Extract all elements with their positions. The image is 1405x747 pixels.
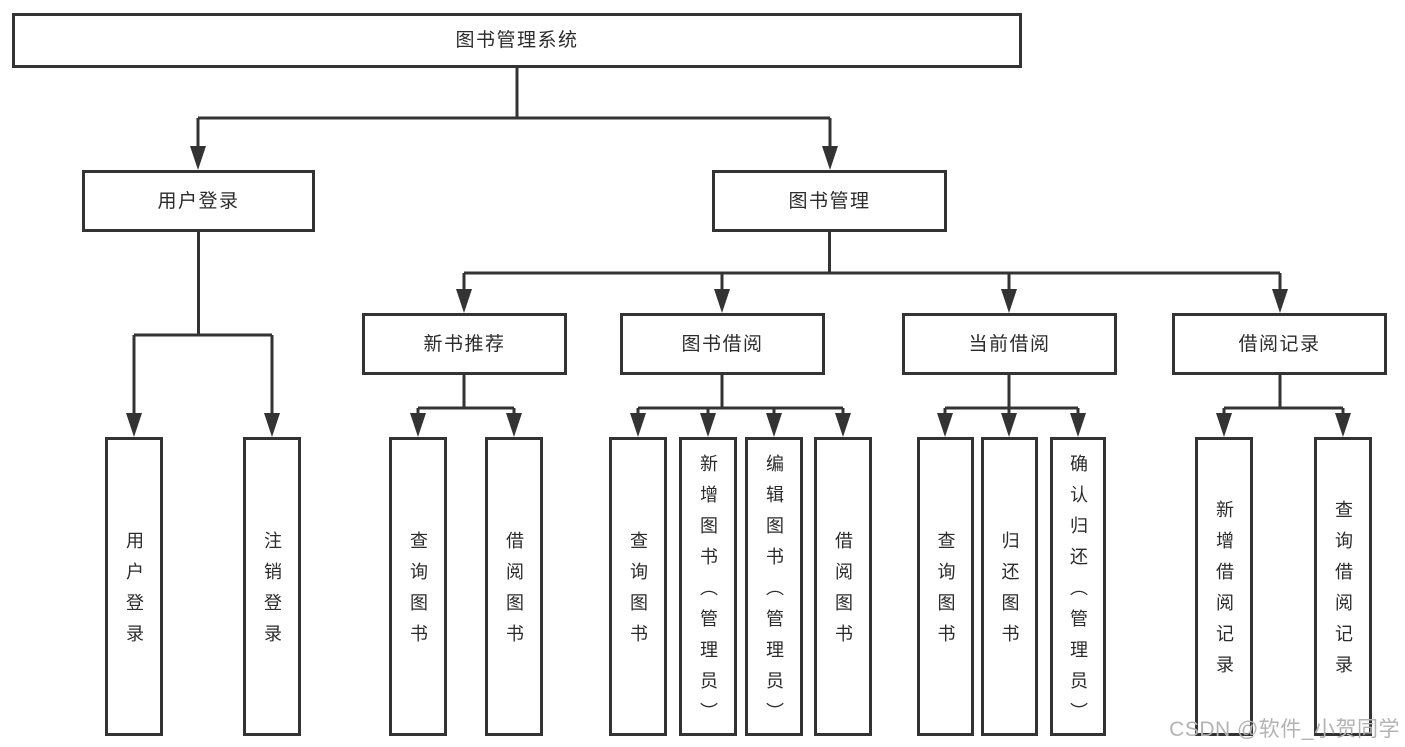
connector-borrow-records-branch xyxy=(1222,375,1345,416)
leaf-current-confirm: 确认归还（管理员） xyxy=(1050,437,1106,736)
arrowhead-icon xyxy=(190,146,206,170)
node-book-mgmt: 图书管理 xyxy=(712,170,947,232)
leaf-current-query-label: 查询图书 xyxy=(935,531,956,655)
node-root-label: 图书管理系统 xyxy=(455,30,579,51)
arrowhead-icon xyxy=(1070,413,1086,437)
leaf-records-query-label: 查询借阅记录 xyxy=(1333,500,1353,686)
node-book-mgmt-label: 图书管理 xyxy=(788,190,871,212)
node-current-borrow-label: 当前借阅 xyxy=(968,333,1051,355)
connector-arrowheads xyxy=(126,146,1351,437)
node-book-borrow: 图书借阅 xyxy=(620,313,825,375)
leaf-borrow-borrow-label: 借阅图书 xyxy=(833,531,853,655)
leaf-user-login-label: 用户登录 xyxy=(124,531,144,655)
leaf-borrow-add: 新增图书（管理员） xyxy=(679,437,737,736)
connector-new-books-branch xyxy=(416,375,516,416)
leaf-current-return: 归还图书 xyxy=(981,437,1038,736)
leaf-borrow-add-label: 新增图书（管理员） xyxy=(698,453,718,733)
leaf-logout: 注销登录 xyxy=(243,437,301,736)
leaf-records-query: 查询借阅记录 xyxy=(1314,437,1372,736)
watermark: CSDN @软件_小贺同学 xyxy=(1169,718,1400,741)
arrowhead-icon xyxy=(630,413,646,437)
arrowhead-icon xyxy=(126,413,142,437)
arrowhead-icon xyxy=(822,146,838,170)
arrowhead-icon xyxy=(766,413,782,437)
leaf-records-add: 新增借阅记录 xyxy=(1195,437,1253,736)
node-borrow-records-label: 借阅记录 xyxy=(1238,333,1321,355)
connector-book-borrow-branch xyxy=(636,375,845,416)
leaf-current-return-label: 归还图书 xyxy=(999,531,1020,655)
node-book-borrow-label: 图书借阅 xyxy=(681,333,764,355)
leaf-current-confirm-label: 确认归还（管理员） xyxy=(1068,453,1088,733)
leaf-borrow-query-label: 查询图书 xyxy=(628,531,648,655)
arrowhead-icon xyxy=(700,413,716,437)
leaf-borrow-edit-label: 编辑图书（管理员） xyxy=(764,453,784,733)
node-new-books: 新书推荐 xyxy=(362,313,567,375)
connector-paths xyxy=(132,68,1345,416)
arrowhead-icon xyxy=(264,413,280,437)
leaf-newbooks-query: 查询图书 xyxy=(389,437,447,736)
leaf-newbooks-query-label: 查询图书 xyxy=(408,531,428,655)
node-root: 图书管理系统 xyxy=(12,13,1022,68)
leaf-records-add-label: 新增借阅记录 xyxy=(1214,500,1234,686)
arrowhead-icon xyxy=(1335,413,1351,437)
node-current-borrow: 当前借阅 xyxy=(902,313,1117,375)
leaf-borrow-edit: 编辑图书（管理员） xyxy=(745,437,803,736)
arrowhead-icon xyxy=(1216,413,1232,437)
node-borrow-records: 借阅记录 xyxy=(1172,313,1387,375)
leaf-user-login: 用户登录 xyxy=(105,437,163,736)
node-user-login: 用户登录 xyxy=(82,170,315,232)
connector-root-to-level2 xyxy=(196,68,832,150)
node-new-books-label: 新书推荐 xyxy=(423,333,506,355)
connector-user-login-branch xyxy=(132,232,274,416)
leaf-borrow-borrow: 借阅图书 xyxy=(814,437,872,736)
leaf-borrow-query: 查询图书 xyxy=(609,437,667,736)
connector-current-borrow-branch xyxy=(943,375,1080,416)
arrowhead-icon xyxy=(1272,289,1288,313)
arrowhead-icon xyxy=(456,289,472,313)
arrowhead-icon xyxy=(506,413,522,437)
leaf-logout-label: 注销登录 xyxy=(262,531,282,655)
leaf-newbooks-borrow: 借阅图书 xyxy=(485,437,543,736)
arrowhead-icon xyxy=(410,413,426,437)
arrowhead-icon xyxy=(835,413,851,437)
node-user-login-label: 用户登录 xyxy=(157,190,240,212)
arrowhead-icon xyxy=(1001,413,1017,437)
arrowhead-icon xyxy=(1001,289,1017,313)
arrowhead-icon xyxy=(714,289,730,313)
connector-book-mgmt-branch xyxy=(462,232,1282,292)
leaf-newbooks-borrow-label: 借阅图书 xyxy=(504,531,524,655)
leaf-current-query: 查询图书 xyxy=(917,437,974,736)
arrowhead-icon xyxy=(937,413,953,437)
